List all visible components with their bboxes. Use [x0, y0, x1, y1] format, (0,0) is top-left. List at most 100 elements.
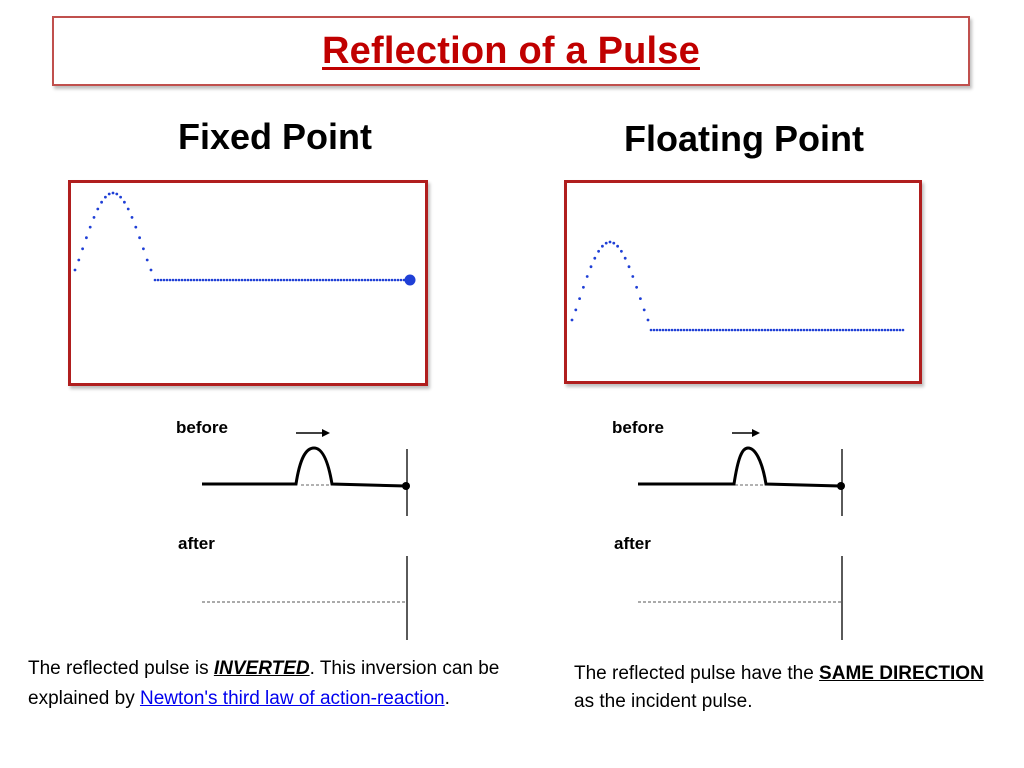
wave-dot [706, 328, 710, 332]
wave-dot [357, 278, 361, 282]
wave-dot [612, 241, 616, 245]
wave-dot [261, 278, 265, 282]
wave-dot [853, 328, 857, 332]
floating-point-animation [564, 180, 922, 384]
wave-dot [119, 195, 122, 199]
wave-dot [270, 278, 274, 282]
wave-dot [817, 328, 821, 332]
wave-dot [901, 328, 905, 332]
wave-dot [655, 328, 659, 332]
wave-dot [796, 328, 800, 332]
caption-text: The reflected pulse is [28, 658, 214, 679]
wave-dot [288, 278, 292, 282]
wave-dot [165, 278, 169, 282]
caption-text: as the incident pulse. [574, 691, 753, 712]
wave-dot [682, 328, 686, 332]
floating-after-diagram [638, 556, 843, 640]
wave-dot [775, 328, 779, 332]
wave-dot [623, 256, 627, 260]
wave-dot [664, 328, 668, 332]
wave-dot [149, 268, 153, 272]
wave-dot [138, 236, 141, 240]
wave-dot [635, 285, 638, 289]
wave-dot [183, 278, 187, 282]
fixed-after-label: after [178, 534, 215, 553]
wave-dot [142, 247, 145, 251]
wave-dot [721, 328, 725, 332]
wave-dot [130, 216, 134, 219]
wave-dot [688, 328, 692, 332]
wave-dot [345, 278, 349, 282]
wave-dot [691, 328, 695, 332]
wave-dot [264, 278, 268, 282]
newtons-third-law-link[interactable]: Newton's third law of action-reaction [139, 688, 445, 709]
wave-dot [300, 278, 304, 282]
wave-dot [832, 328, 836, 332]
wave-dot [306, 278, 310, 282]
floating-point-heading: Floating Point [624, 118, 864, 159]
wave-dot [582, 285, 585, 289]
wave-dot [240, 278, 244, 282]
wave-dot [309, 278, 313, 282]
wave-dot [679, 328, 683, 332]
wave-dot [799, 328, 803, 332]
wave-dot [676, 328, 680, 332]
wave-dot [754, 328, 758, 332]
wave-dot [348, 278, 352, 282]
wave-dot [739, 328, 743, 332]
fixed-before-label: before [176, 418, 228, 437]
wave-dot [303, 278, 307, 282]
wave-dot [375, 278, 379, 282]
wave-dot [709, 328, 713, 332]
wave-dot [880, 328, 884, 332]
wave-dot [201, 278, 205, 282]
incident-pulse [638, 446, 841, 488]
wave-dot [811, 328, 815, 332]
wave-dot [315, 278, 319, 282]
wave-dot [808, 328, 812, 332]
wave-dot [642, 308, 646, 312]
wave-dot [859, 328, 863, 332]
wave-dot [574, 308, 578, 312]
wave-dot [177, 278, 181, 282]
wave-dot [291, 278, 295, 282]
wave-dot [384, 278, 388, 282]
fixed-end [402, 482, 410, 490]
wave-dot [597, 249, 600, 253]
wave-dot [396, 278, 400, 282]
wave-dot [207, 278, 211, 282]
wave-dot [393, 278, 397, 282]
wave-dot [333, 278, 337, 282]
fixed-point-wave [73, 191, 416, 286]
wave-dot [895, 328, 899, 332]
wave-dot [330, 278, 334, 282]
wave-dot [276, 278, 280, 282]
page-title: Reflection of a Pulse [322, 29, 700, 72]
wave-dot [312, 278, 316, 282]
wave-dot [793, 328, 797, 332]
wave-dot [234, 278, 238, 282]
wave-dot [802, 328, 806, 332]
wave-dot [115, 192, 119, 196]
wave-dot [820, 328, 824, 332]
wave-dot [321, 278, 325, 282]
wave-dot [829, 328, 833, 332]
wave-dot [697, 328, 701, 332]
wave-dot [100, 200, 103, 204]
wave-dot [123, 200, 126, 204]
fixed-before-diagram [202, 429, 410, 516]
wave-dot [700, 328, 704, 332]
wave-dot [145, 258, 149, 262]
wave-dot [366, 278, 370, 282]
wave-dot [85, 236, 88, 240]
wave-dot [646, 318, 650, 322]
caption-text: . [444, 688, 450, 709]
wave-dot [608, 240, 612, 244]
wave-dot [369, 278, 373, 282]
wave-dot [805, 328, 809, 332]
same-direction-emphasis: SAME DIRECTION [819, 663, 984, 684]
wave-dot [360, 278, 364, 282]
wave-dot [769, 328, 773, 332]
wave-dot [751, 328, 755, 332]
wave-dot [351, 278, 355, 282]
